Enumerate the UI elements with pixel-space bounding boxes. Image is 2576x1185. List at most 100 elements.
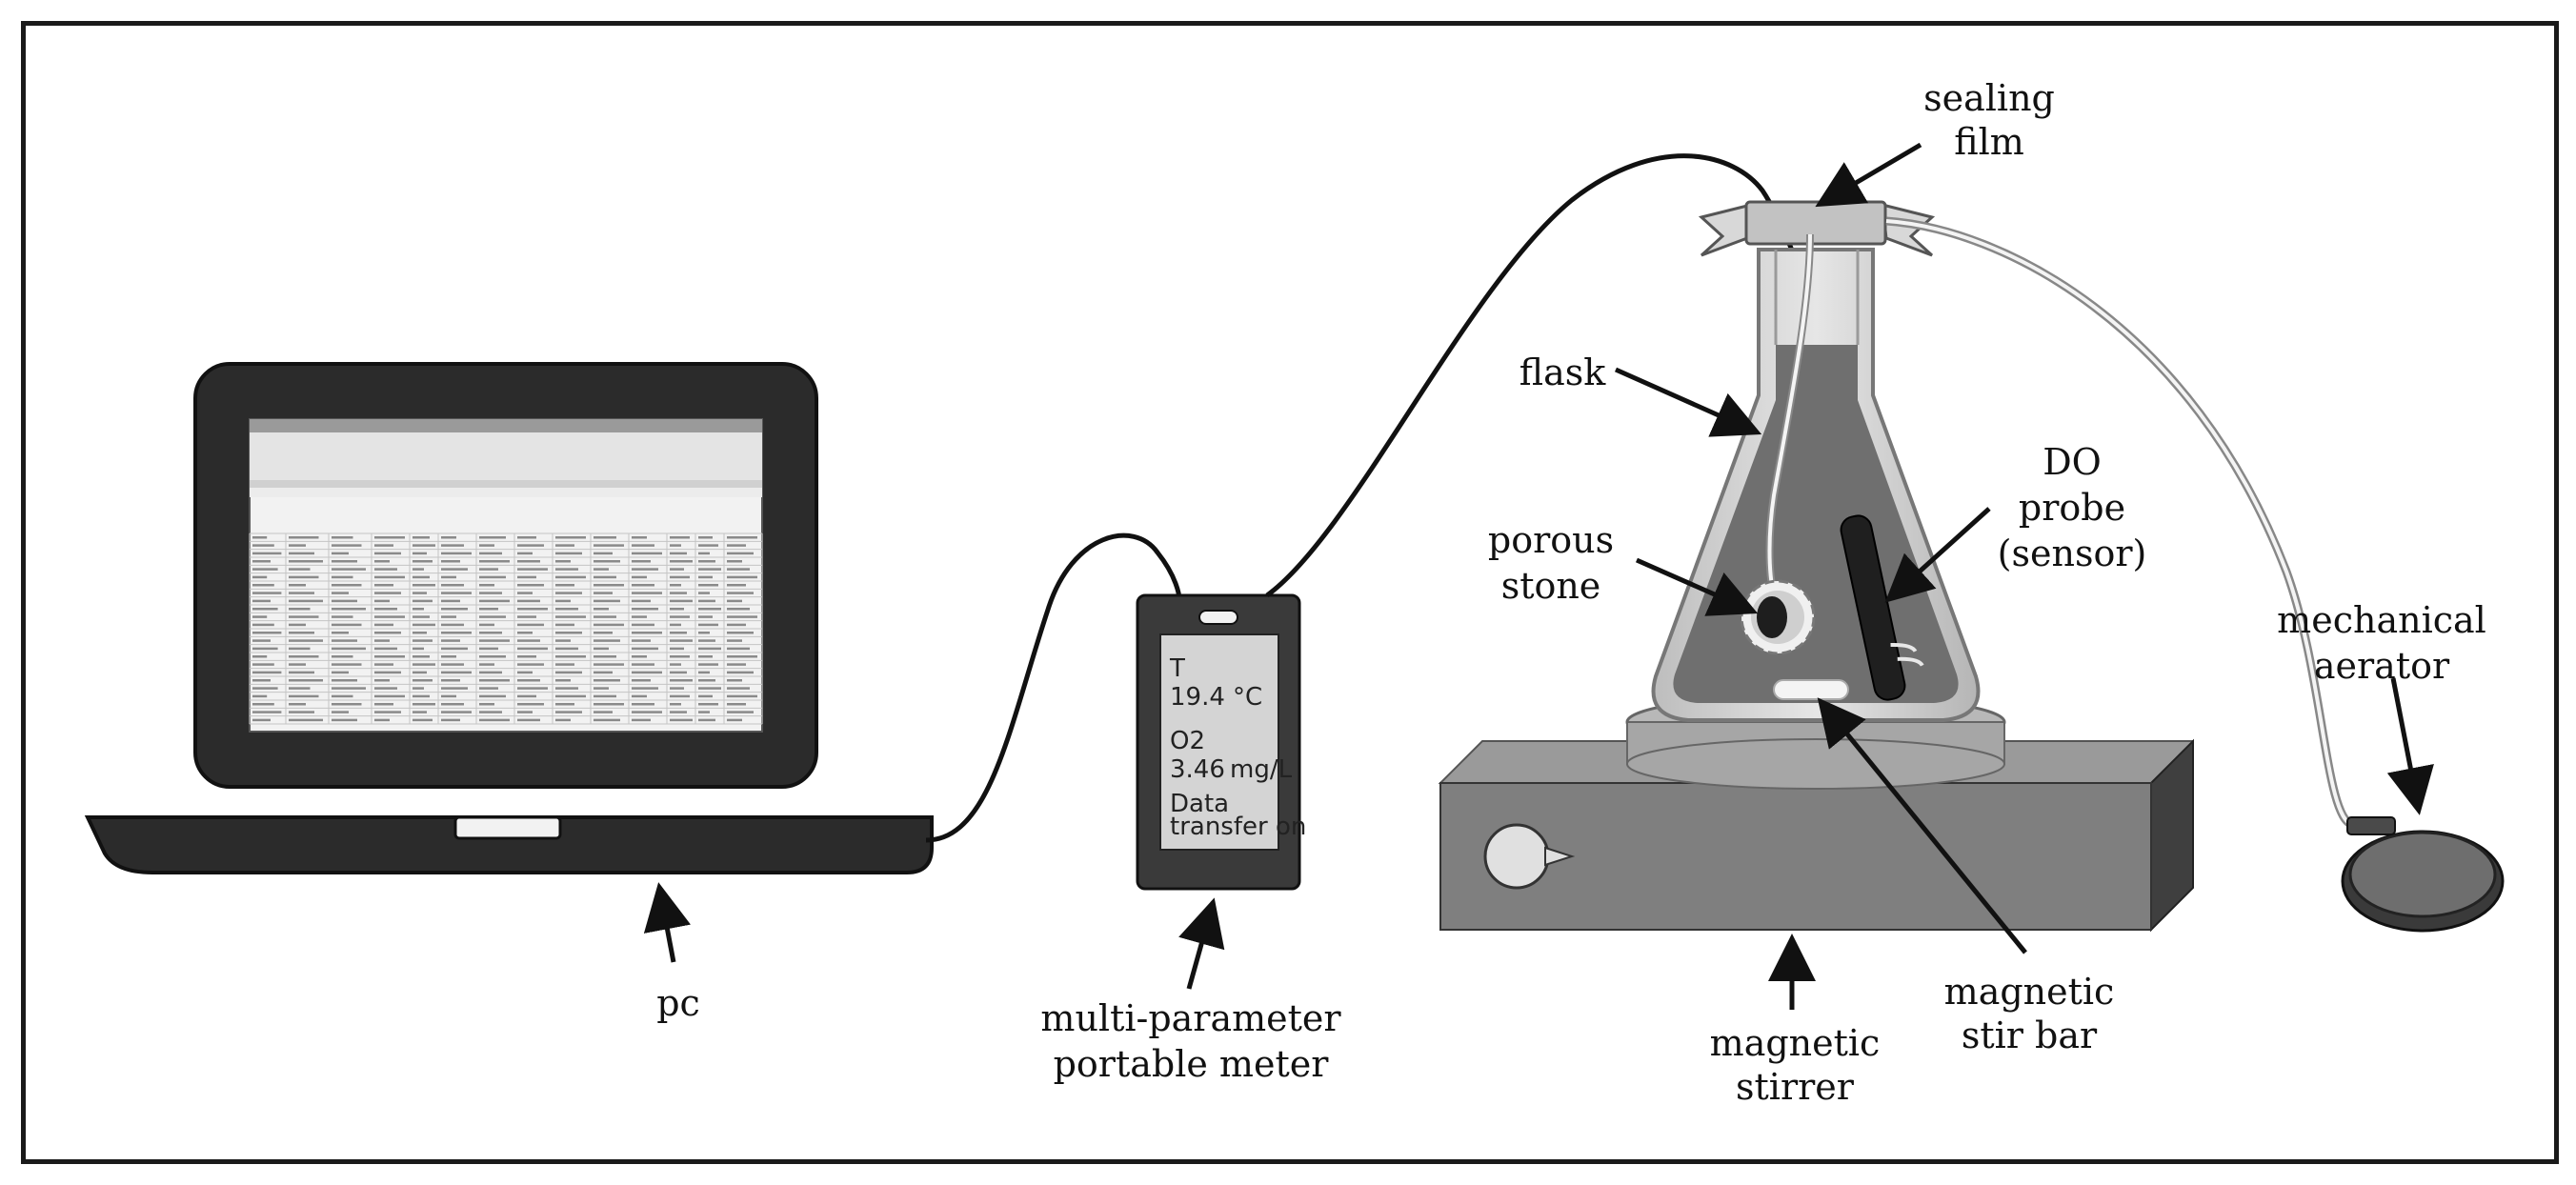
sheet-cell-texture (727, 655, 757, 658)
sheet-cell-texture (289, 647, 311, 651)
sheet-cell-texture (332, 655, 353, 658)
arrow-flask (1614, 367, 1762, 437)
sheet-cell-texture (555, 568, 578, 571)
sheet-cell-texture (413, 718, 433, 722)
sheet-cell-texture (727, 711, 754, 713)
sheet-cell-texture (698, 536, 713, 539)
sheet-cell-texture (727, 671, 754, 674)
sheet-cell-texture (632, 663, 654, 666)
sheet-cell-texture (727, 663, 746, 666)
label-porous-2: stone (1501, 565, 1601, 607)
sheet-cell-texture (727, 703, 746, 706)
sheet-cell-texture (555, 632, 582, 634)
display-o2-unit: mg/L (1230, 755, 1293, 784)
label-pc: pc (656, 982, 700, 1024)
label-aerator-1: mechanical (2277, 599, 2486, 641)
sheet-cell-texture (517, 615, 536, 618)
sheet-cell-texture (441, 560, 460, 563)
pointer-arrows (643, 142, 2434, 1010)
sheet-cell-texture (441, 647, 468, 651)
sheet-cell-texture (413, 584, 435, 587)
sheet-cell-texture (252, 694, 268, 698)
sheet-cell-texture (670, 711, 687, 713)
sheet-cell-texture (252, 639, 271, 642)
sheet-cell-texture (374, 536, 405, 539)
sheet-cell-texture (289, 552, 314, 555)
sheet-cell-texture (594, 536, 616, 539)
sheet-cell-texture (517, 544, 544, 547)
sheet-cell-texture (555, 687, 578, 690)
sheet-cell-texture (698, 703, 718, 706)
sheet-cell-texture (374, 711, 401, 713)
sheet-cell-texture (413, 647, 424, 651)
sheet-cell-texture (632, 592, 662, 594)
sheet-cell-texture (555, 615, 586, 618)
sheet-cell-texture (594, 599, 620, 603)
label-do-3: (sensor) (1998, 532, 2147, 574)
sheet-cell-texture (374, 718, 390, 722)
sheet-cell-texture (555, 584, 574, 587)
sheet-cell-texture (555, 536, 586, 539)
sheet-cell-texture (698, 655, 713, 658)
flask (1625, 200, 2355, 830)
sheet-cell-texture (332, 584, 362, 587)
sheet-cell-texture (632, 711, 662, 713)
sheet-cell-texture (332, 639, 357, 642)
sheet-cell-texture (698, 694, 713, 698)
sheet-cell-texture (670, 584, 681, 587)
sheet-cell-texture (441, 687, 468, 690)
sheet-cell-texture (727, 647, 750, 651)
sheet-cell-texture (289, 639, 323, 642)
sheet-cell-texture (479, 592, 502, 594)
sheet-cell-texture (441, 615, 456, 618)
sheet-cell-texture (594, 592, 613, 594)
sheet-cell-texture (517, 560, 540, 563)
sheet-cell-texture (289, 679, 323, 682)
sheet-cell-texture (441, 718, 460, 722)
sheet-cell-texture (252, 608, 278, 611)
sheet-cell-texture (670, 703, 681, 706)
label-stirrer-2: stirrer (1736, 1066, 1855, 1108)
sheet-cell-texture (698, 599, 715, 603)
sheet-cell-texture (252, 575, 268, 579)
sheet-cell-texture (441, 679, 460, 682)
arrow-aerator (2386, 677, 2434, 815)
sheet-cell-texture (252, 718, 271, 722)
sheet-cell-texture (289, 575, 319, 579)
sheet-cell-texture (332, 560, 357, 563)
display-t-label: T (1169, 654, 1185, 683)
sheet-cell-texture (670, 623, 681, 627)
mechanical-aerator (2341, 816, 2505, 933)
laptop-base (84, 815, 934, 874)
sheet-cell-texture (289, 694, 319, 698)
sheet-cell-texture (252, 552, 282, 555)
sheet-cell-texture (441, 552, 472, 555)
sheet-cell-texture (374, 679, 390, 682)
sheet-cell-texture (555, 703, 574, 706)
sheet-cell-texture (479, 655, 506, 658)
sheet-cell-texture (670, 671, 687, 674)
sheet-cell-texture (594, 679, 620, 682)
label-stirrer-1: magnetic (1710, 1022, 1881, 1064)
aerator-top (2348, 831, 2497, 918)
sheet-cell-texture (332, 632, 349, 634)
sheet-cell-texture (479, 703, 494, 706)
sheet-cell-texture (632, 568, 658, 571)
sheet-cell-texture (632, 608, 658, 611)
sheet-cell-texture (374, 568, 397, 571)
sheet-cell-texture (289, 632, 314, 634)
display-t-unit: °C (1233, 683, 1262, 712)
sheet-cell-texture (517, 552, 533, 555)
sheet-cell-texture (632, 694, 647, 698)
sheet-cell-texture (698, 575, 713, 579)
sheet-cell-texture (698, 632, 710, 634)
sheet-cell-texture (698, 623, 718, 627)
label-meter-2: portable meter (1054, 1043, 1330, 1085)
sheet-cell-texture (413, 575, 430, 579)
sheet-cell-texture (479, 584, 494, 587)
sheet-cell-texture (517, 639, 540, 642)
sheet-cell-texture (479, 632, 502, 634)
sheet-cell-texture (698, 560, 715, 563)
sheet-cell-texture (332, 687, 366, 690)
sheet-cell-texture (252, 647, 278, 651)
